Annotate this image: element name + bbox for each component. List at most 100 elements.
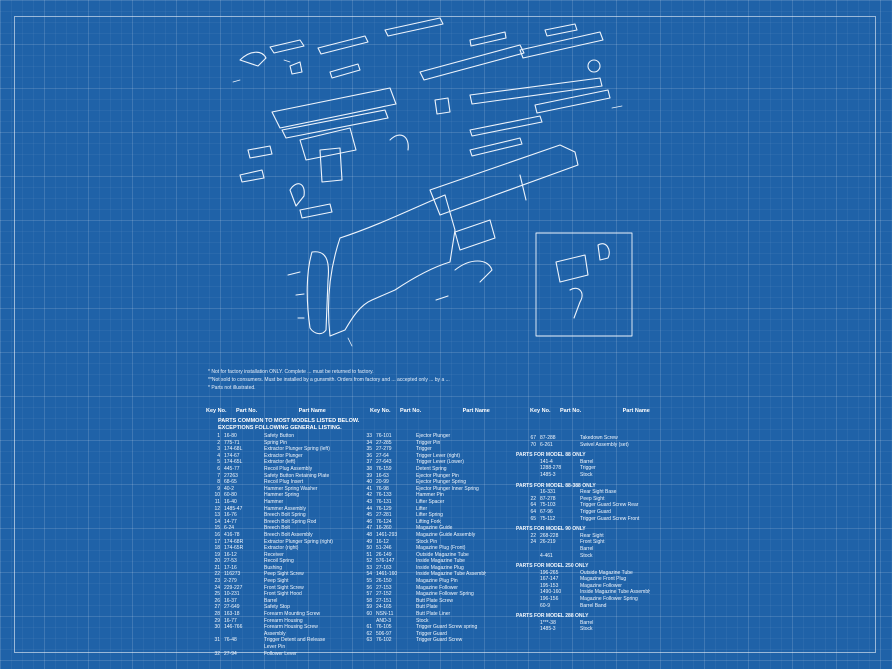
part-key: 33	[366, 433, 372, 439]
part-key: 46	[366, 518, 372, 525]
part-name: Front Sight Screw	[264, 584, 304, 591]
part-name: Trigger Guard	[580, 508, 611, 515]
part-key: 21	[214, 564, 220, 571]
part-number: 27263	[224, 472, 238, 479]
part-row: Assembly	[200, 631, 334, 638]
section-title-model-250: PARTS FOR MODEL 250 ONLY	[516, 563, 589, 570]
part-key	[516, 620, 540, 627]
part-number: 1490-160	[540, 589, 562, 596]
part-number: 27-163	[376, 564, 392, 571]
part-number: 6-24	[224, 525, 235, 532]
part-number: 1485-3	[540, 626, 556, 633]
part-number: 27-649	[224, 604, 240, 611]
part-key: 47	[366, 525, 372, 532]
part-key: 30	[214, 624, 220, 631]
part-key	[516, 553, 540, 560]
part-key: 37	[366, 459, 372, 466]
footnote-2: **Not sold to consumers. Must be install…	[208, 377, 450, 383]
part-name: Inside Magazine Tube	[416, 558, 465, 565]
part-key: 14	[214, 518, 220, 525]
part-name: Safety Button	[264, 433, 295, 439]
part-name: Lifter Spring	[416, 512, 443, 519]
part-key: 17	[214, 538, 220, 545]
part-number: 116273	[224, 571, 241, 578]
part-name: Forearm Housing Screw	[264, 624, 318, 631]
part-number: 16-80	[224, 433, 237, 439]
part-number	[540, 546, 580, 553]
part-name: Follower Lever	[264, 650, 297, 657]
header-name: Part Name	[298, 408, 326, 414]
part-key: 23	[214, 578, 220, 585]
section-title-model-88: PARTS FOR MODEL 88 ONLY	[516, 452, 586, 459]
part-name: Receiver	[264, 551, 284, 558]
part-key	[516, 570, 540, 577]
part-name: Peep Sight Screw	[264, 571, 304, 578]
part-number: 76-133	[376, 492, 392, 499]
part-number: 416-78	[224, 531, 240, 538]
part-number: 174-65R	[224, 545, 244, 552]
part-number: 576-147	[376, 558, 395, 565]
part-key: 27	[214, 604, 220, 611]
part-name: Inside Magazine Tube Assembly	[416, 571, 486, 578]
part-name: Inside Magazine Plug	[416, 564, 464, 571]
forearm	[429, 137, 579, 216]
part-number: 26-149	[376, 551, 392, 558]
part-key: 67	[530, 435, 536, 441]
section-title-model-88-388: PARTS FOR MODEL 88-388 ONLY	[516, 482, 596, 489]
part-key: 3	[217, 446, 220, 453]
part-number: 196-156	[540, 596, 559, 603]
part-number: 76-124	[376, 518, 392, 525]
part-name: Trigger Guard Screw	[416, 637, 463, 644]
part-name: Front Sight	[580, 539, 605, 546]
part-key: 9	[217, 485, 220, 492]
part-row: Barrel	[516, 546, 650, 553]
part-name: Lifter Spacer	[416, 498, 445, 505]
part-key: 51	[366, 551, 372, 558]
part-number: 75-103	[540, 502, 556, 509]
part-key	[516, 603, 540, 610]
part-key: 48	[366, 531, 372, 538]
header-part: Part No.	[400, 408, 422, 414]
part-name: Outside Magazine Tube	[416, 551, 469, 558]
part-key: 11	[214, 498, 220, 505]
header-group-3: Key No. Part No. Part Name	[530, 408, 650, 414]
part-key: 13	[214, 512, 220, 519]
part-name: Magazine Front Plug	[580, 576, 627, 583]
stock	[287, 194, 496, 337]
part-key: 50	[366, 545, 372, 552]
part-key: 12	[214, 505, 220, 512]
part-number: 16-260	[376, 525, 392, 532]
part-name: Trigger Lever (Lower)	[416, 459, 464, 466]
part-name: Stock	[580, 552, 593, 559]
part-number: 51-246	[376, 545, 392, 552]
part-number: 27-643	[376, 459, 392, 466]
part-key: 34	[366, 439, 372, 446]
part-number: 67-96	[540, 508, 553, 515]
part-number: 268-228	[540, 532, 559, 539]
part-number: 229-227	[224, 584, 243, 591]
part-key: 40	[366, 479, 372, 486]
part-key: 20	[214, 558, 220, 565]
part-name: Hammer Pin	[416, 492, 444, 499]
